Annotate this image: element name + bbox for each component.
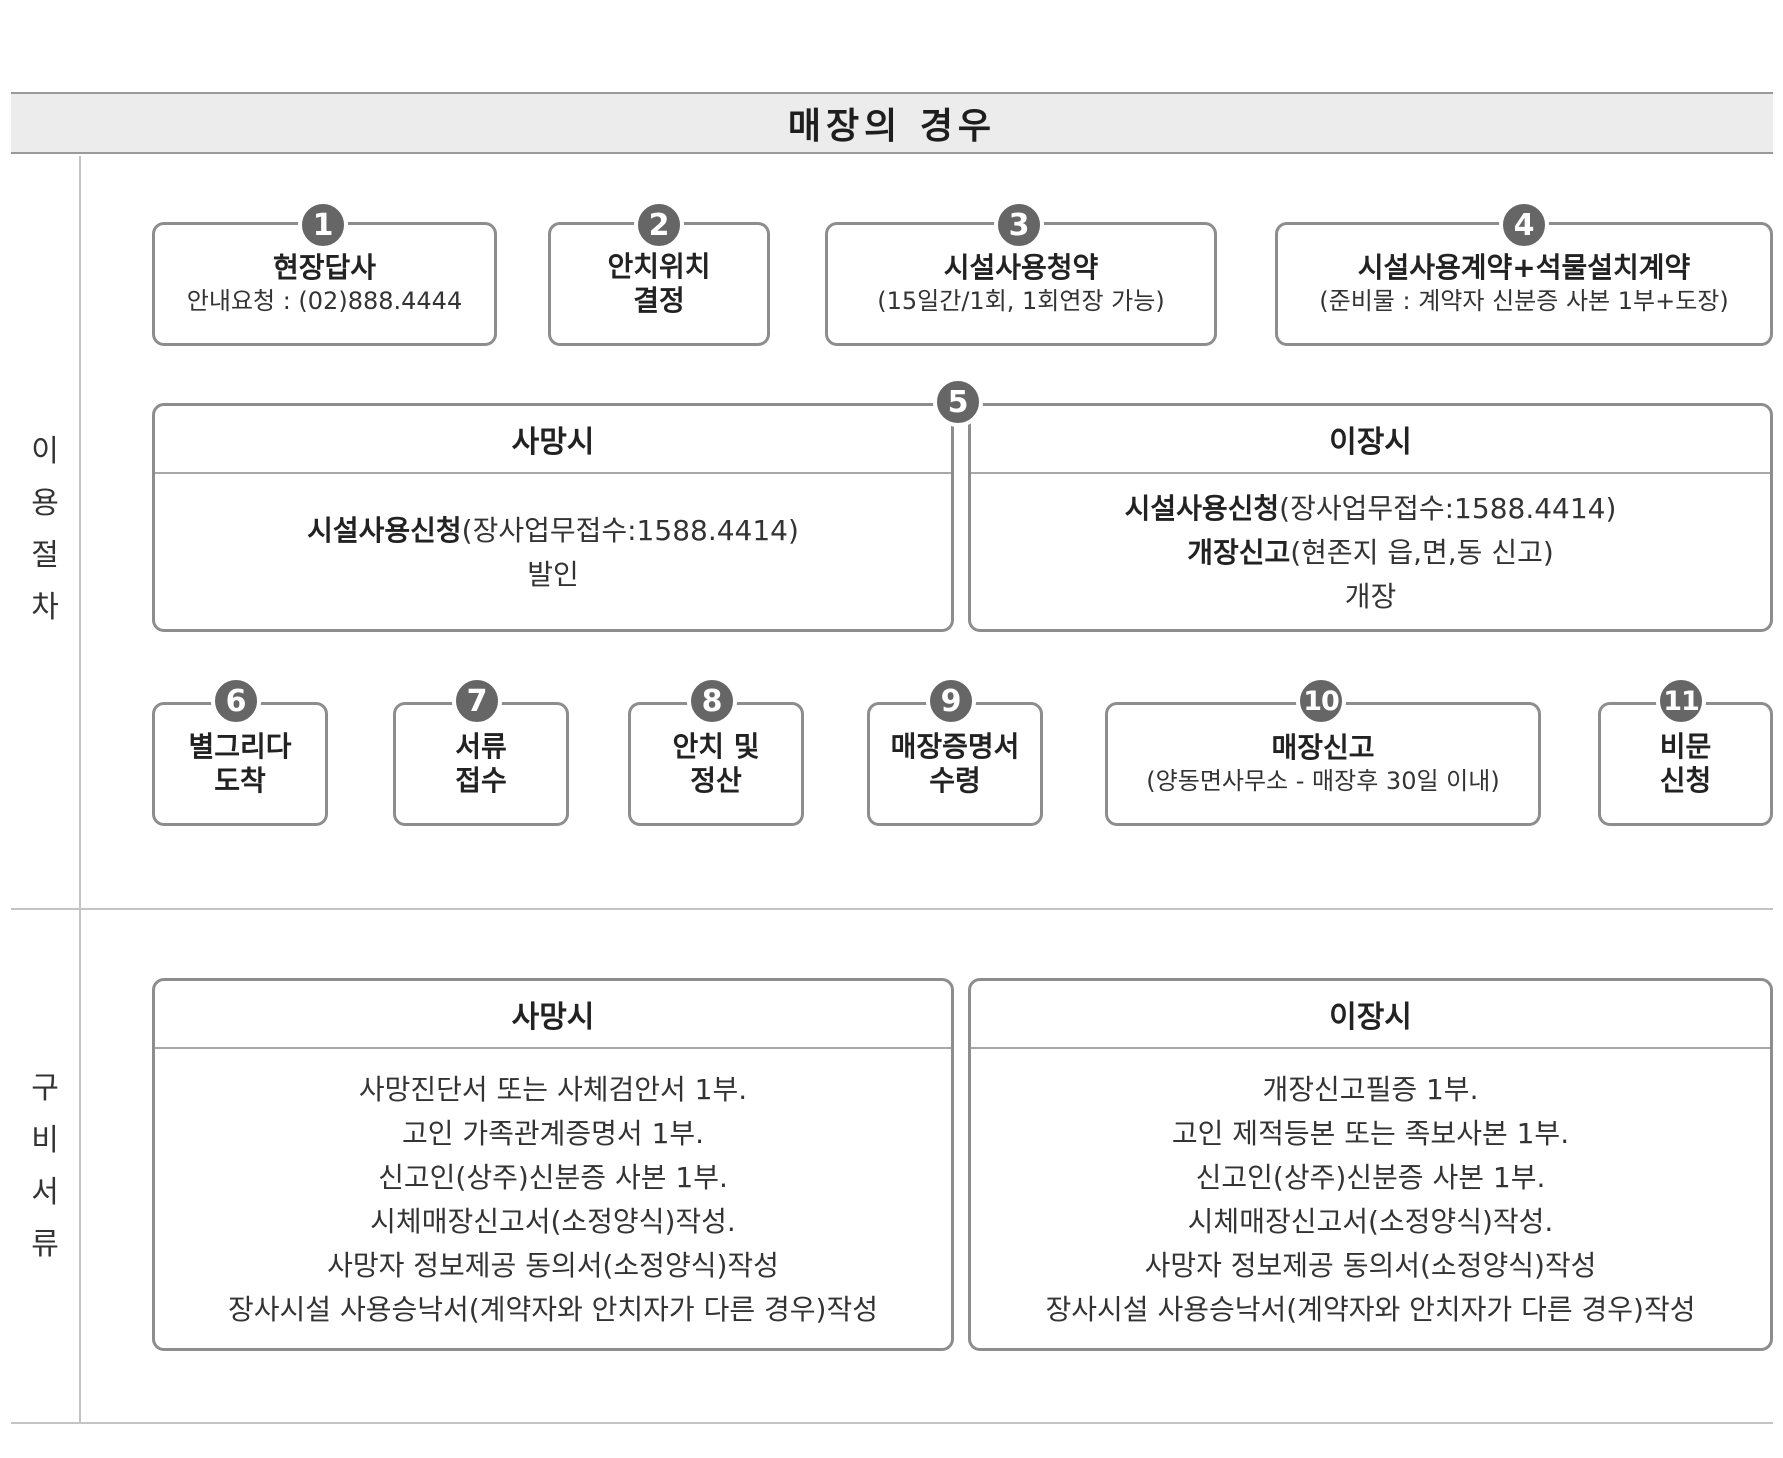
side-char: 이 (31, 434, 59, 469)
step-number-badge: 7 (452, 676, 502, 726)
step-number-badge: 10 (1296, 676, 1346, 726)
step-number-badge: 6 (211, 676, 261, 726)
document-item: 고인 제적등본 또는 족보사본 1부. (1171, 1116, 1570, 1150)
side-char: 절 (31, 538, 59, 573)
step-subtitle: (준비물 : 계약자 신분증 사본 1부+도장) (1319, 287, 1729, 315)
side-char: 구 (31, 1071, 59, 1106)
step-6-box: 별그리다 도착 (152, 702, 328, 826)
document-item: 고인 가족관계증명서 1부. (401, 1116, 705, 1150)
step-number-badge: 11 (1656, 676, 1706, 726)
side-char: 차 (31, 590, 59, 625)
panel-line: 시설사용신청(장사업무접수:1588.4414) (307, 509, 799, 553)
step-title: 매장증명서 (890, 730, 1020, 763)
step-number-badge: 3 (994, 200, 1044, 250)
document-item: 신고인(상주)신분증 사본 1부. (378, 1160, 728, 1194)
document-item: 장사시설 사용승낙서(계약자와 안치자가 다른 경우)작성 (228, 1292, 878, 1326)
document-item: 사망자 정보제공 동의서(소정양식)작성 (327, 1248, 779, 1282)
step-title: 비문 (1659, 730, 1712, 763)
step-number-badge: 1 (298, 200, 348, 250)
step-9-box: 매장증명서 수령 (867, 702, 1043, 826)
side-label-procedure: 이 용 절 차 (11, 426, 79, 634)
step-title: 도착 (214, 764, 266, 797)
step-subtitle: (15일간/1회, 1회연장 가능) (877, 287, 1165, 315)
step-title: 결정 (633, 284, 685, 317)
step-number-badge: 2 (634, 200, 684, 250)
step-title: 접수 (455, 764, 507, 797)
step-number-badge: 9 (926, 676, 976, 726)
panel-line-bold: 개장신고 (1187, 535, 1291, 569)
step-title: 별그리다 (188, 730, 292, 763)
panel-line-text: (현존지 읍,면,동 신고) (1290, 535, 1554, 569)
bottom-divider (11, 1422, 1773, 1424)
panel-line: 개장신고(현존지 읍,면,동 신고) (1187, 531, 1554, 575)
step-subtitle: (양동면사무소 - 매장후 30일 이내) (1146, 767, 1500, 795)
step-title: 신청 (1659, 764, 1712, 797)
label-column-divider (79, 156, 81, 1422)
document-item: 신고인(상주)신분증 사본 1부. (1195, 1160, 1546, 1194)
panel-body: 시설사용신청(장사업무접수:1588.4414) 개장신고(현존지 읍,면,동 … (971, 474, 1770, 629)
document-item: 사망자 정보제공 동의서(소정양식)작성 (1144, 1248, 1597, 1282)
step-title: 안치위치 (607, 250, 711, 283)
side-char: 용 (31, 486, 59, 521)
document-item: 시체매장신고서(소정양식)작성. (1187, 1204, 1554, 1238)
step-title: 시설사용계약+석물설치계약 (1357, 251, 1691, 284)
step-number-badge: 8 (687, 676, 737, 726)
step-title: 수령 (929, 764, 981, 797)
step-5-relocation-panel: 이장시 시설사용신청(장사업무접수:1588.4414) 개장신고(현존지 읍,… (968, 403, 1773, 632)
step-title: 정산 (690, 764, 742, 797)
panel-line: 시설사용신청(장사업무접수:1588.4414) (1125, 487, 1617, 531)
step-title: 현장답사 (272, 251, 377, 284)
step-title: 안치 및 (672, 730, 760, 763)
panel-header: 사망시 (155, 406, 951, 474)
panel-header: 이장시 (971, 981, 1770, 1049)
document-item: 장사시설 사용승낙서(계약자와 안치자가 다른 경우)작성 (1045, 1292, 1696, 1326)
documents-death-panel: 사망시 사망진단서 또는 사체검안서 1부. 고인 가족관계증명서 1부. 신고… (152, 978, 954, 1351)
document-item: 개장신고필증 1부. (1262, 1072, 1479, 1106)
documents-relocation-panel: 이장시 개장신고필증 1부. 고인 제적등본 또는 족보사본 1부. 신고인(상… (968, 978, 1773, 1351)
panel-line-text: (장사업무접수:1588.4414) (1279, 491, 1617, 525)
step-subtitle: 안내요청 : (02)888.4444 (186, 287, 463, 315)
section-divider (11, 908, 1773, 910)
panel-line-text: 발인 (527, 557, 579, 591)
step-number-badge: 4 (1499, 200, 1549, 250)
step-title: 서류 (455, 730, 507, 763)
panel-line-text: (장사업무접수:1588.4414) (461, 513, 799, 547)
panel-body: 사망진단서 또는 사체검안서 1부. 고인 가족관계증명서 1부. 신고인(상주… (155, 1049, 951, 1348)
panel-line-bold: 시설사용신청 (307, 513, 462, 547)
document-item: 시체매장신고서(소정양식)작성. (370, 1204, 736, 1238)
side-char: 서 (31, 1175, 59, 1210)
panel-header: 이장시 (971, 406, 1770, 474)
step-number-badge: 5 (933, 377, 983, 427)
panel-line: 발인 (527, 553, 579, 597)
panel-line: 개장 (1345, 575, 1397, 619)
panel-body: 개장신고필증 1부. 고인 제적등본 또는 족보사본 1부. 신고인(상주)신분… (971, 1049, 1770, 1348)
title-bar: 매장의 경우 (11, 92, 1773, 154)
step-5-death-panel: 사망시 시설사용신청(장사업무접수:1588.4414) 발인 (152, 403, 954, 632)
side-label-documents: 구 비 서 류 (11, 1063, 79, 1271)
side-char: 비 (31, 1123, 59, 1158)
document-item: 사망진단서 또는 사체검안서 1부. (358, 1072, 748, 1106)
page-title: 매장의 경우 (787, 106, 997, 147)
side-char: 류 (31, 1227, 59, 1262)
panel-body: 시설사용신청(장사업무접수:1588.4414) 발인 (155, 474, 951, 629)
step-title: 시설사용청약 (943, 251, 1099, 284)
step-title: 매장신고 (1271, 731, 1375, 764)
panel-line-bold: 시설사용신청 (1124, 491, 1280, 525)
panel-header: 사망시 (155, 981, 951, 1049)
panel-line-text: 개장 (1344, 579, 1397, 613)
